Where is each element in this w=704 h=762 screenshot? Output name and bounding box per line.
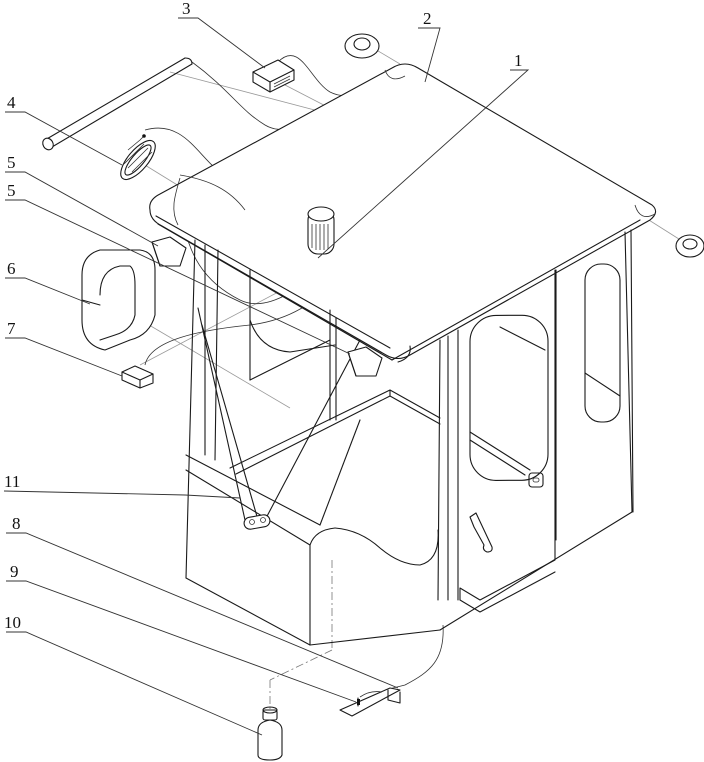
leader-3 bbox=[178, 17, 266, 69]
callout-4: 4 bbox=[7, 93, 16, 112]
callout-labels: 1 2 3 4 5 5 6 7 11 8 9 10 bbox=[4, 0, 523, 632]
callout-5a: 5 bbox=[7, 153, 16, 172]
part-10-bottle bbox=[257, 706, 283, 761]
door-lock-icon bbox=[528, 472, 544, 488]
lower-body bbox=[185, 269, 633, 646]
part-7-box bbox=[121, 365, 154, 389]
part-1-beacon bbox=[307, 206, 335, 255]
leader-11 bbox=[3, 490, 241, 499]
callout-7: 7 bbox=[7, 319, 16, 338]
door-handle-icon bbox=[469, 512, 493, 553]
leader-4 bbox=[5, 111, 123, 166]
part-11-bracket bbox=[243, 514, 271, 530]
callout-5b: 5 bbox=[7, 181, 16, 200]
part-5-work-lamps bbox=[151, 236, 383, 377]
callout-10: 10 bbox=[4, 613, 21, 632]
leader-8 bbox=[6, 532, 399, 689]
leader-5a bbox=[5, 171, 159, 247]
leader-9 bbox=[6, 580, 357, 703]
leader-7 bbox=[5, 337, 123, 377]
callout-11: 11 bbox=[4, 472, 20, 491]
leader-lines bbox=[3, 17, 530, 736]
door-hardware bbox=[469, 472, 544, 553]
handrail-tube bbox=[42, 57, 193, 151]
leader-1 bbox=[317, 69, 530, 259]
roof bbox=[149, 63, 657, 363]
cab-frame bbox=[185, 229, 634, 601]
callout-9: 9 bbox=[10, 562, 19, 581]
callout-2: 2 bbox=[423, 9, 432, 28]
callout-3: 3 bbox=[182, 0, 191, 18]
part-4-speaker bbox=[120, 134, 156, 181]
part-2-roof-lamps bbox=[344, 33, 704, 258]
leader-5b bbox=[5, 199, 351, 355]
wiper-linkage bbox=[197, 307, 361, 530]
callout-8: 8 bbox=[12, 514, 21, 533]
leader-6 bbox=[5, 277, 91, 305]
callout-6: 6 bbox=[7, 259, 16, 278]
callout-1: 1 bbox=[514, 51, 523, 70]
part-3-control-box bbox=[252, 59, 295, 93]
windows bbox=[469, 263, 621, 481]
leader-10 bbox=[6, 631, 263, 736]
part-6-mirror bbox=[81, 249, 156, 351]
part-8-9-bracket-sensor bbox=[339, 687, 401, 717]
leader-2 bbox=[418, 27, 441, 83]
